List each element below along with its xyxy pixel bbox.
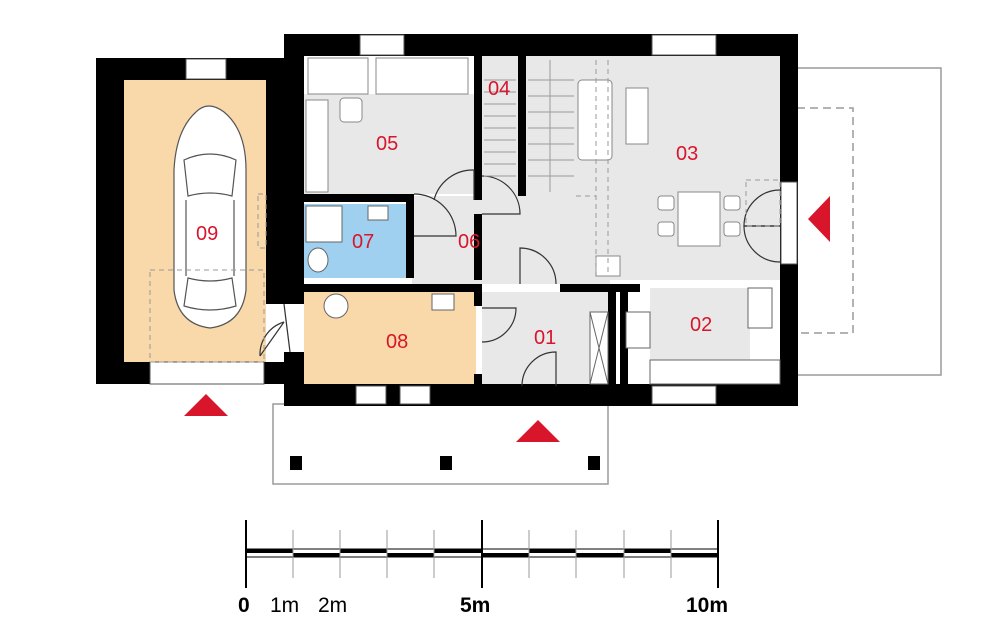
floor-06 <box>412 196 610 284</box>
room-label-06: 06 <box>458 231 480 253</box>
entrance-marker-garage <box>184 394 228 416</box>
kitchen-fixtures <box>625 287 781 385</box>
scale-label-1m: 1m <box>270 594 299 617</box>
office-chair <box>339 97 363 123</box>
desk <box>307 57 369 95</box>
scale-bar-minor-ticks <box>292 530 672 578</box>
stove <box>625 311 651 349</box>
scale-bar-ticks <box>245 520 719 588</box>
room-label-02: 02 <box>690 314 712 336</box>
door-swings <box>259 169 781 387</box>
washbasin <box>367 205 389 221</box>
scale-label-10m: 10m <box>686 594 728 617</box>
utility-sink <box>431 293 455 311</box>
bathroom-fixtures <box>305 205 389 273</box>
office-furniture <box>305 57 469 193</box>
toilet <box>307 247 329 273</box>
hall-closet <box>589 311 609 385</box>
porch-posts <box>290 456 600 470</box>
room-label-04: 04 <box>488 78 510 100</box>
entrance-marker-terrace <box>808 196 830 242</box>
wardrobe <box>305 99 329 193</box>
dining-table <box>677 191 721 247</box>
scale-label-2m: 2m <box>318 594 347 617</box>
entrance-markers <box>184 196 830 442</box>
walls <box>96 34 798 406</box>
room-label-07: 07 <box>352 231 374 253</box>
room-label-03: 03 <box>676 143 698 165</box>
living-dashed-lines <box>576 60 781 276</box>
car-icon <box>173 105 247 329</box>
stairs <box>484 60 574 192</box>
scale-bar: 0 1m 2m 5m 10m <box>238 520 728 617</box>
floor-02 <box>650 288 750 360</box>
boiler <box>323 293 349 319</box>
garage-dashed-lines <box>149 193 267 363</box>
utility-fixtures <box>323 293 455 319</box>
sofa <box>577 79 613 161</box>
entrance-marker-main <box>516 420 560 442</box>
room-label-08: 08 <box>386 331 408 353</box>
scale-label-5m: 5m <box>460 594 490 617</box>
room-label-05: 05 <box>376 133 398 155</box>
floor-04 <box>482 56 576 196</box>
porch-outline <box>272 403 609 485</box>
shower <box>305 205 343 243</box>
living-furniture <box>577 79 741 277</box>
room-label-01: 01 <box>534 327 556 349</box>
room-label-09: 09 <box>196 223 218 245</box>
scale-bar-segments <box>246 549 718 557</box>
floor-05 <box>304 94 474 194</box>
room-labels: 01 02 03 04 05 06 07 08 09 <box>196 78 712 353</box>
bed <box>375 57 469 95</box>
coffee-table <box>625 87 649 145</box>
scale-label-0: 0 <box>238 594 250 617</box>
